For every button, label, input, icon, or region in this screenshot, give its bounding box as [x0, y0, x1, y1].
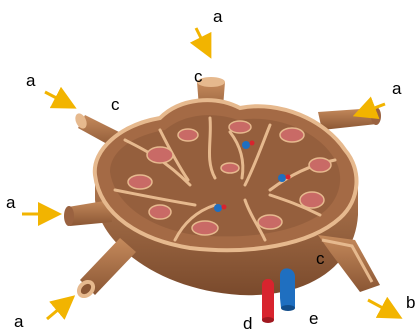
- label-vein: e: [309, 309, 318, 328]
- label-artery: d: [243, 314, 252, 333]
- label-afferent-top: a: [213, 7, 223, 26]
- label-afferent-upper-right: a: [392, 79, 402, 98]
- label-capsule-top: c: [194, 67, 203, 86]
- label-afferent-left: a: [6, 193, 16, 212]
- label-afferent-lower-left: a: [14, 312, 24, 331]
- label-afferent-upper-left: a: [26, 71, 36, 90]
- label-capsule-right: c: [316, 249, 325, 268]
- arrow-lower-left: [47, 303, 66, 319]
- label-capsule-left: c: [111, 95, 120, 114]
- arrow-upper-left: [45, 92, 66, 103]
- label-efferent: b: [406, 293, 415, 312]
- arrow-top: [196, 28, 206, 48]
- arrow-outflow: [368, 300, 392, 313]
